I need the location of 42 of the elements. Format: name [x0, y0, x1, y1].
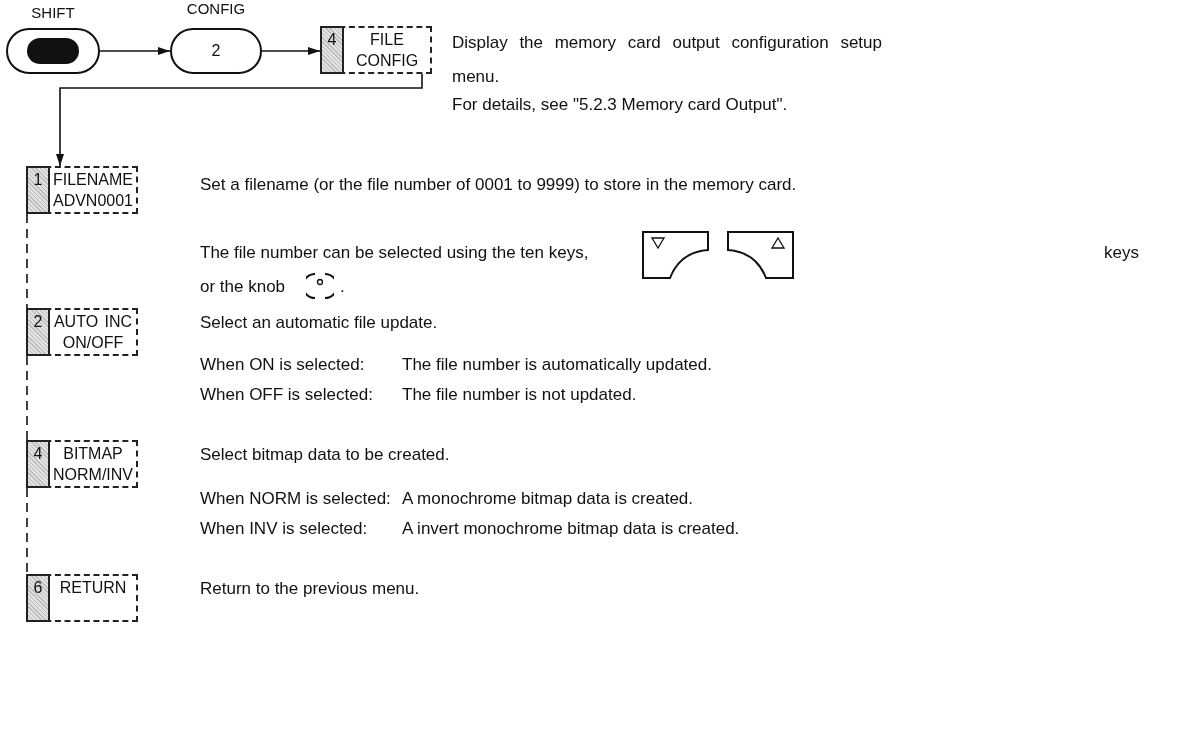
condition-label: When NORM is selected: [200, 488, 391, 510]
description-text: A monochrome bitmap data is created. [402, 488, 694, 510]
condition-label: When ON is selected: [200, 354, 365, 376]
softkey-box [26, 308, 138, 356]
condition-label: When OFF is selected: [200, 384, 373, 406]
description-text: The file number is not updated. [402, 384, 637, 406]
softkey-number: 6 [26, 574, 50, 622]
dashed-connector [26, 487, 28, 575]
description-text: Set a filename (or the file number of 0001 to 9999) to store in the memory card. [200, 174, 798, 196]
softkey-number: 2 [26, 308, 50, 356]
softkey-number: 1 [26, 166, 50, 214]
key-label: CONFIG [185, 0, 247, 17]
key: 2 [170, 28, 262, 74]
softkey-box [26, 440, 138, 488]
dashed-connector [26, 213, 28, 309]
description-text: A invert monochrome bitmap data is created. [402, 518, 740, 540]
softkey-box [26, 166, 138, 214]
softkey-label: BITMAP NORM/INV [52, 444, 134, 485]
softkey-label: AUTO INC ON/OFF [52, 312, 134, 353]
dashed-connector [26, 355, 28, 441]
softkey-label: RETURN [58, 578, 128, 598]
description-text: Select bitmap data to be created. [200, 444, 450, 466]
softkey-number: 4 [320, 26, 344, 74]
description-text: The file number can be selected using the ten keys, [200, 242, 589, 264]
softkey-label: FILE CONFIG [354, 30, 420, 71]
description-text: . [340, 276, 345, 298]
description-text: The file number is automatically updated. [402, 354, 712, 376]
description-text: Display the memory card output configuration setup menu. [452, 32, 882, 88]
key-label: SHIFT [30, 4, 76, 21]
softkey-label: FILENAME ADVN0001 [51, 170, 134, 211]
arrow [56, 73, 423, 167]
description-text: Select an automatic file update. [200, 312, 438, 334]
arrow [99, 47, 171, 55]
arrow [261, 47, 321, 55]
description-text: keys [1104, 242, 1139, 264]
condition-label: When INV is selected: [200, 518, 368, 540]
softkey-box [26, 574, 138, 622]
description-text: For details, see "5.2.3 Memory card Output". [452, 94, 788, 116]
description-text: or the knob [200, 276, 286, 298]
description-text: Return to the previous menu. [200, 578, 420, 600]
softkey-box [320, 26, 432, 74]
softkey-number: 4 [26, 440, 50, 488]
